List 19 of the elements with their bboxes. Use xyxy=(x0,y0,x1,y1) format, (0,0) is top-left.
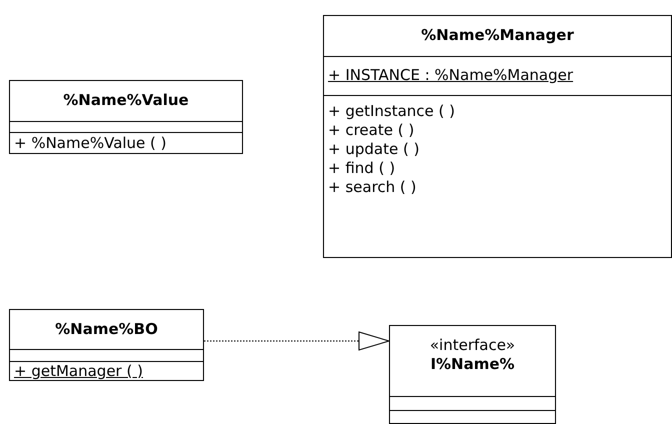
operation: + getManager ( ) xyxy=(14,362,143,381)
class-box xyxy=(9,309,204,381)
operation: + %Name%Value ( ) xyxy=(14,134,167,153)
class-box xyxy=(323,15,672,258)
operation: + getInstance ( ) xyxy=(328,102,456,121)
class-name: I%Name% xyxy=(430,355,515,374)
operation: + create ( ) xyxy=(328,121,414,140)
stereotype: «interface» xyxy=(430,336,516,355)
operation: + find ( ) xyxy=(328,159,396,178)
operation: + search ( ) xyxy=(328,178,416,197)
attribute: + INSTANCE : %Name%Manager xyxy=(328,66,574,85)
class-box xyxy=(9,80,243,154)
class-name: %Name%BO xyxy=(55,320,158,339)
class-box xyxy=(389,325,556,424)
realization-arrow xyxy=(204,332,390,350)
operation: + update ( ) xyxy=(328,140,420,159)
operation-compartment xyxy=(10,361,203,381)
class-name: %Name%Value xyxy=(63,91,189,110)
class-name: %Name%Manager xyxy=(421,26,574,45)
